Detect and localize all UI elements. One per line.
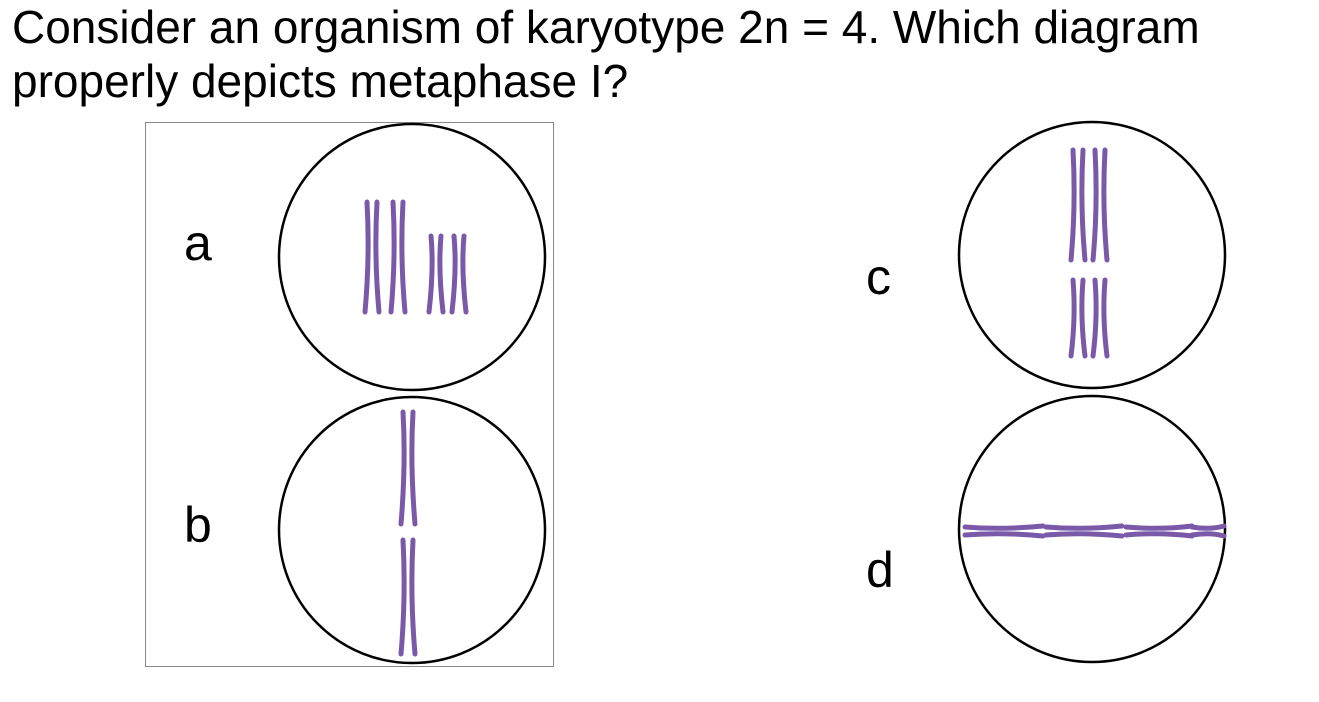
chromosome-icon bbox=[1123, 523, 1195, 539]
chromosome-icon bbox=[1090, 277, 1110, 359]
chromosome-icon bbox=[398, 537, 418, 657]
chromosome-icon bbox=[1068, 147, 1088, 263]
chromosome-icon bbox=[1189, 523, 1227, 539]
chromosome-icon bbox=[426, 233, 446, 315]
cell-circle-icon bbox=[277, 395, 547, 665]
chromosome-icon bbox=[962, 523, 1046, 539]
chromosome-icon bbox=[362, 199, 382, 315]
cell-circle-icon bbox=[957, 394, 1227, 664]
chromosome-icon bbox=[388, 199, 408, 315]
option-label-a: a bbox=[184, 215, 212, 271]
chromosome-icon bbox=[1043, 523, 1125, 539]
chromosome-icon bbox=[1068, 277, 1088, 359]
cell-circle-icon bbox=[277, 122, 547, 392]
chromosome-icon bbox=[398, 409, 418, 527]
question-text: Consider an organism of karyotype 2n = 4… bbox=[12, 0, 1312, 108]
answer-frame-a-b bbox=[145, 122, 554, 667]
cell-circle-icon bbox=[957, 120, 1227, 390]
option-label-d: d bbox=[866, 542, 894, 598]
option-label-c: c bbox=[866, 249, 891, 305]
option-label-b: b bbox=[184, 497, 212, 553]
chromosome-icon bbox=[449, 233, 469, 315]
question-line-1: Consider an organism of karyotype 2n = 4… bbox=[12, 1, 1200, 53]
question-line-2: properly depicts metaphase I? bbox=[12, 55, 629, 107]
chromosome-icon bbox=[1090, 147, 1110, 263]
